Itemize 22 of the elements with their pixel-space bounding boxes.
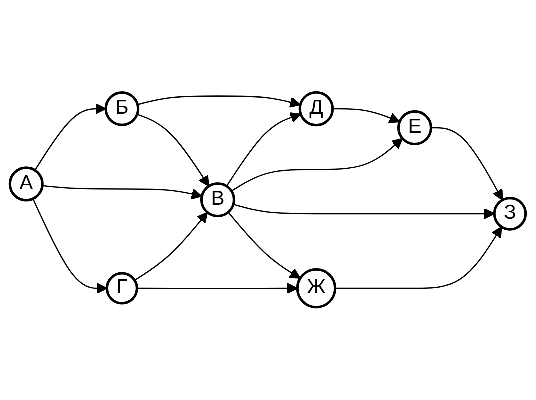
node-circle: Б (104, 92, 140, 126)
arrow (228, 212, 301, 280)
arrow (42, 185, 203, 200)
arrow (138, 96, 302, 108)
arrow (231, 138, 404, 192)
node-circle: А (8, 166, 44, 202)
node-circle: Е (397, 110, 432, 146)
arrow (226, 112, 302, 187)
node-circle: Г (106, 272, 138, 305)
node-circle: З (493, 197, 528, 231)
arrow (32, 198, 108, 294)
arrow (134, 212, 208, 282)
arrow (34, 103, 107, 171)
arrow (137, 282, 298, 294)
arrow (431, 127, 504, 201)
arrow (233, 204, 496, 220)
node-circle: В (200, 182, 236, 218)
arrow (335, 226, 502, 290)
arrow (332, 108, 400, 124)
node-circle: Д (298, 91, 334, 127)
node-circle: Ж (296, 268, 337, 309)
arrow (137, 114, 210, 187)
